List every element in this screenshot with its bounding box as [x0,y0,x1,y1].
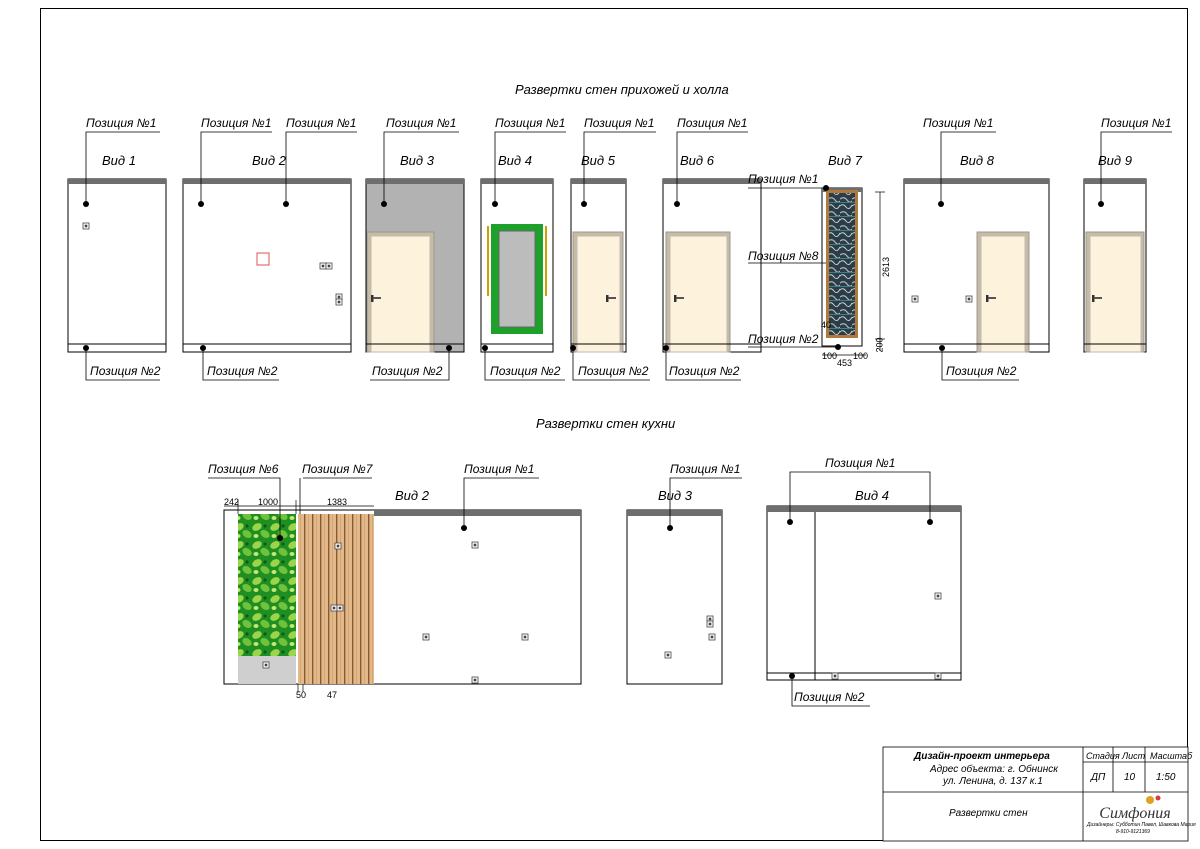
kitchen-v3-position-1: Позиция №1 [670,462,741,476]
tb-sheet-header: Лист [1122,751,1146,761]
dim-50: 50 [296,690,307,700]
tb-scale-header: Масштаб [1150,751,1193,761]
kitchen-view-3-label: Вид 3 [658,488,692,503]
hall-v4-position-2: Позиция №2 [490,364,561,378]
hall-v1-position-2: Позиция №2 [90,364,161,378]
kitchen-v4-position-1: Позиция №1 [825,456,896,470]
hall-view-7-label: Вид 7 [828,153,862,168]
hall-v4-position-1: Позиция №1 [495,116,566,130]
dim-100-right: 100 [853,351,869,361]
hall-v9-position-1: Позиция №1 [1101,116,1172,130]
hall-v2-position-1a: Позиция №1 [201,116,272,130]
hall-view-6-label: Вид 6 [680,153,714,168]
dim-453: 453 [837,358,853,368]
dim-200: 200 [874,337,885,353]
tb-stage: ДП [1091,772,1106,783]
dim-1000: 1000 [258,497,279,507]
tb-stage-header: Стадия [1086,751,1120,761]
tb-sheet-name: Развертки стен [949,808,1028,819]
hall-view-2-label: Вид 2 [252,153,286,168]
hall-v7-position-1: Позиция №1 [748,172,819,186]
tb-scale: 1:50 [1156,772,1176,783]
hall-v1-position-1: Позиция №1 [86,116,157,130]
hall-view-5-label: Вид 5 [581,153,615,168]
hall-v2-position-1b: Позиция №1 [286,116,357,130]
dim-2613: 2613 [881,256,892,278]
kitchen-section-title: Развертки стен кухни [536,416,676,431]
hall-v5-position-2: Позиция №2 [578,364,649,378]
tb-address-1: Адрес объекта: г. Обнинск [930,764,1058,775]
hall-v8-position-1: Позиция №1 [923,116,994,130]
kitchen-v2-position-1: Позиция №1 [464,462,535,476]
hall-v5-position-1: Позиция №1 [584,116,655,130]
hall-v3-position-2: Позиция №2 [372,364,443,378]
dim-1383: 1383 [327,497,348,507]
hall-view-8-label: Вид 8 [960,153,994,168]
tb-address-2: ул. Ленина, д. 137 к.1 [943,776,1043,787]
tb-designers: Дизайнеры: Субботин Павел, Шавкова Мария [1087,822,1196,828]
kitchen-v2-position-7: Позиция №7 [302,462,373,476]
kitchen-view-2-label: Вид 2 [395,488,429,503]
hall-view-4-label: Вид 4 [498,153,532,168]
hall-section-title: Развертки стен прихожей и холла [515,82,729,97]
logo-mark: Симфония [1099,805,1170,822]
kitchen-view-4-label: Вид 4 [855,488,889,503]
hall-v2-position-2: Позиция №2 [207,364,278,378]
drawing-frame [40,8,1188,841]
dim-47: 47 [327,690,338,700]
tb-sheet: 10 [1124,772,1136,783]
hall-view-3-label: Вид 3 [400,153,434,168]
hall-view-9-label: Вид 9 [1098,153,1132,168]
hall-v7-position-8: Позиция №8 [748,249,819,263]
hall-v3-position-1: Позиция №1 [386,116,457,130]
hall-v6-position-2: Позиция №2 [669,364,740,378]
dim-40: 40 [821,320,832,330]
dim-242: 242 [224,497,240,507]
hall-v8-position-2: Позиция №2 [946,364,1017,378]
hall-v6-position-1: Позиция №1 [677,116,748,130]
tb-project: Дизайн-проект интерьера [914,751,1050,762]
hall-v7-position-2: Позиция №2 [748,332,819,346]
kitchen-v2-position-6: Позиция №6 [208,462,279,476]
kitchen-v4-position-2: Позиция №2 [794,690,865,704]
tb-phone: 8-910-9121369 [1116,829,1150,835]
dim-100-left: 100 [822,351,838,361]
hall-view-1-label: Вид 1 [102,153,136,168]
